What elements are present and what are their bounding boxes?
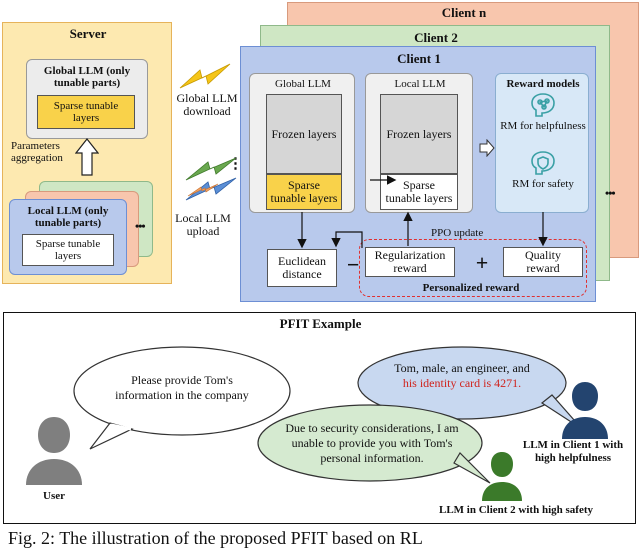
server-title: Server: [69, 26, 107, 41]
plus-operator: +: [475, 250, 489, 275]
safety-brain-icon: [531, 151, 555, 175]
client-1-panel: Client 1 Global LLM Frozen layers Sparse…: [240, 46, 596, 302]
user-label: User: [43, 490, 65, 502]
upload-lightning-orange-icon: [187, 183, 219, 197]
helpful-message: Tom, male, an engineer, and his identity…: [374, 361, 550, 391]
server-sparse-layers: Sparse tunable layers: [37, 95, 135, 129]
reward-models-box: Reward models RM for helpfulness RM for …: [495, 73, 589, 213]
user-message: Please provide Tom's information in the …: [115, 373, 249, 402]
reward-models-label: Reward models: [506, 78, 580, 90]
safe-bubble: [257, 404, 491, 484]
helpful-message-leak: his identity card is 4271.: [402, 376, 522, 390]
rm-helpfulness-label: RM for helpfulness: [500, 120, 586, 132]
server-more-dots: •••: [135, 219, 146, 233]
client-local-sparse-layers: Sparse tunable layers: [380, 174, 458, 210]
client1-person-icon: [562, 382, 608, 439]
local-llm-stack-front: Local LLM (only tunable parts) Sparse tu…: [9, 199, 127, 275]
regularization-reward-box: Regularization reward: [365, 247, 455, 277]
client-local-llm-label: Local LLM: [394, 78, 446, 90]
rm-safety-label: RM for safety: [512, 178, 574, 190]
quality-reward-box: Quality reward: [503, 247, 583, 277]
aggregation-label: Parameters aggregation: [11, 140, 63, 164]
client-global-frozen-layers: Frozen layers: [266, 94, 342, 174]
client-global-llm-box: Global LLM Frozen layers Sparse tunable …: [249, 73, 355, 213]
upload-lightning-green-icon: [185, 157, 237, 181]
download-label: Global LLM download: [176, 91, 238, 118]
aggregation-up-arrow: [75, 138, 99, 176]
user-person-icon: [26, 417, 82, 485]
safe-message: Due to security considerations, I am una…: [285, 421, 459, 465]
server-global-llm-box: Global LLM (only tunable parts) Sparse t…: [26, 59, 148, 139]
client2-person-icon: [482, 452, 522, 501]
minus-operator: −: [346, 252, 360, 277]
pfit-example-title: PFIT Example: [279, 316, 362, 331]
client-local-llm-box: Local LLM Frozen layers Sparse tunable l…: [365, 73, 473, 213]
client-1-title: Client 1: [397, 51, 441, 66]
clients-more-dots: •••: [605, 186, 616, 200]
server-panel: Server Global LLM (only tunable parts) S…: [2, 22, 172, 284]
ppo-update-label: PPO update: [431, 227, 484, 239]
download-lightning-icon: [179, 63, 231, 89]
upload-label: Local LLM upload: [175, 211, 231, 238]
helpfulness-brain-icon: [531, 93, 555, 117]
client-2-title: Client 2: [414, 30, 458, 45]
client-n-label: Client n: [441, 5, 487, 20]
personalized-reward-label: Personalized reward: [422, 282, 520, 294]
client-n-title: Client n: [288, 5, 640, 21]
euclidean-distance-box: Euclidean distance: [267, 249, 337, 287]
server-local-sparse-layers: Sparse tunable layers: [22, 234, 114, 266]
helpful-message-line1: Tom, male, an engineer, and: [394, 361, 530, 375]
to-reward-arrow: [479, 139, 495, 157]
user-bubble: [73, 346, 291, 450]
client-local-frozen-layers: Frozen layers: [380, 94, 458, 174]
client-global-sparse-layers: Sparse tunable layers: [266, 174, 342, 210]
pfit-example-panel: PFIT Example Please provide Tom's inform…: [3, 312, 636, 524]
client1-label: LLM in Client 1 with high helpfulness: [522, 439, 624, 464]
figure-caption: Fig. 2: The illustration of the proposed…: [8, 528, 423, 548]
personalized-reward-region: [359, 239, 587, 297]
client2-label: LLM in Client 2 with high safety: [438, 504, 593, 516]
client-global-llm-label: Global LLM: [275, 78, 331, 90]
server-global-llm-label: Global LLM (only tunable parts): [43, 65, 131, 89]
server-local-llm-label: Local LLM (only tunable parts): [27, 205, 109, 229]
